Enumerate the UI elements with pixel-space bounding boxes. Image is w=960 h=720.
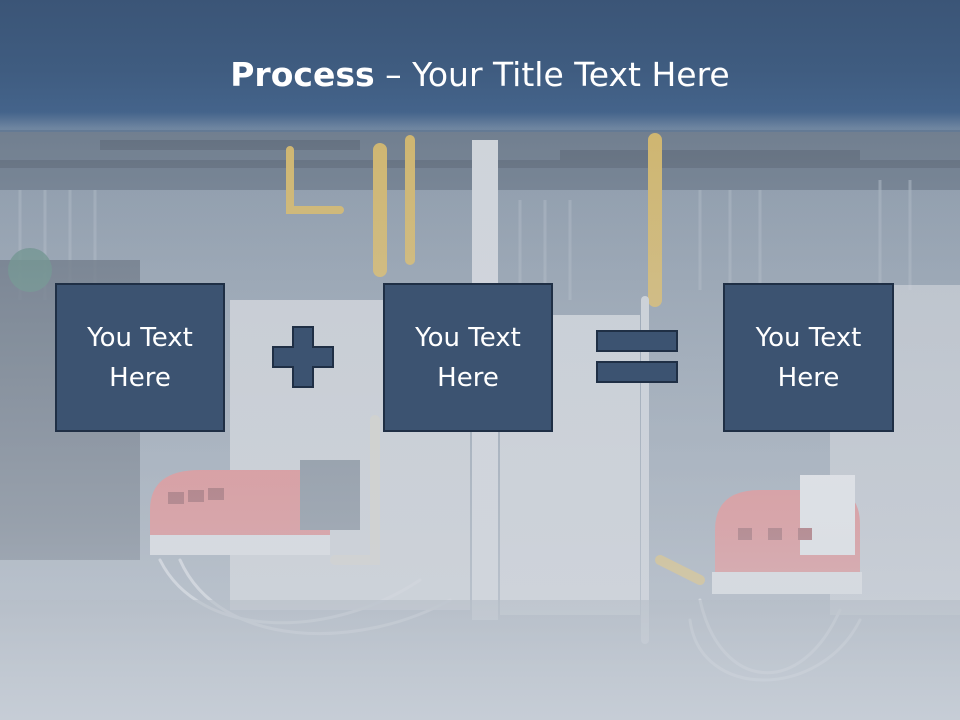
- equals-icon: [596, 330, 678, 383]
- process-box-2-line2: Here: [437, 362, 499, 393]
- title-rest: – Your Title Text Here: [374, 55, 730, 94]
- process-box-2-line1: You Text: [415, 322, 521, 353]
- process-box-3-line2: Here: [777, 362, 840, 393]
- title-bold: Process: [230, 55, 375, 94]
- process-box-1-text: You Text Here: [75, 318, 205, 398]
- process-box-2-text: You Text Here: [403, 318, 533, 398]
- title-bar: [0, 0, 960, 132]
- process-box-3-line1: You Text: [755, 322, 862, 353]
- plus-icon: [272, 326, 334, 388]
- process-box-1-line1: You Text: [87, 322, 193, 353]
- process-box-3: You Text Here: [723, 283, 894, 432]
- process-box-1-line2: Here: [109, 362, 171, 393]
- slide-title: Process – Your Title Text Here: [0, 52, 960, 98]
- process-box-2: You Text Here: [383, 283, 553, 432]
- process-box-1: You Text Here: [55, 283, 225, 432]
- process-box-3-text: You Text Here: [744, 318, 874, 398]
